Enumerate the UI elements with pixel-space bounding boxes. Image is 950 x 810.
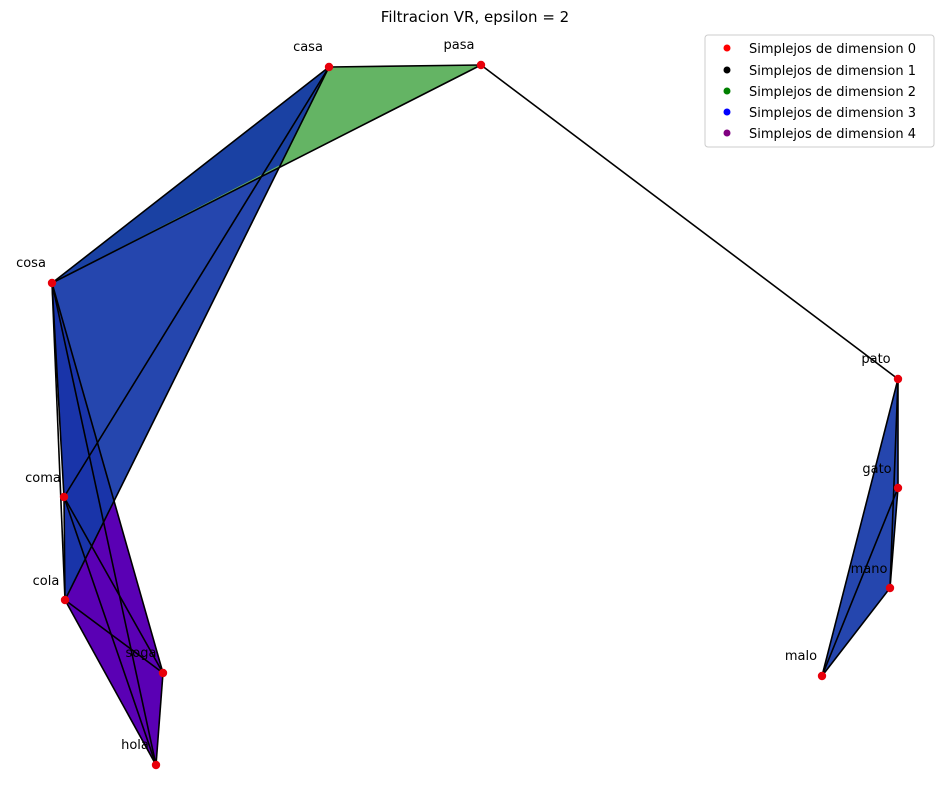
vertex-label-pasa: pasa bbox=[444, 38, 475, 53]
edge-cola-hola bbox=[64, 599, 157, 766]
legend-label-dimension-1: Simplejos de dimension 1 bbox=[749, 64, 916, 79]
legend: Simplejos de dimension 0 Simplejos de di… bbox=[704, 34, 935, 148]
edge-soga-hola bbox=[155, 672, 164, 766]
vertex-pasa bbox=[476, 60, 486, 70]
vertex-label-malo: malo bbox=[785, 649, 817, 664]
vertex-malo bbox=[817, 671, 827, 681]
vertex-label-soga: soga bbox=[126, 646, 157, 661]
vertex-hola bbox=[151, 760, 161, 770]
vertex-label-hola: hola bbox=[121, 738, 149, 753]
vertex-label-cola: cola bbox=[33, 574, 60, 589]
vertex-label-pato: pato bbox=[861, 352, 890, 367]
edge-gato-mano bbox=[889, 487, 899, 589]
legend-item-dimension-0: Simplejos de dimension 0 bbox=[723, 42, 916, 57]
edge-mano-malo bbox=[821, 587, 891, 677]
vertex-pato bbox=[893, 374, 903, 384]
vertex-label-layer: casa pasa cosa coma cola soga hola pato gato mano… bbox=[16, 38, 892, 753]
edge-coma-hola bbox=[63, 496, 157, 766]
legend-label-dimension-4: Simplejos de dimension 4 bbox=[749, 127, 916, 142]
edge-pato-malo bbox=[821, 378, 899, 677]
edge-casa-cola bbox=[64, 66, 330, 601]
legend-item-dimension-1: Simplejos de dimension 1 bbox=[723, 64, 916, 79]
vertex-label-cosa: cosa bbox=[16, 256, 46, 271]
legend-marker-dimension-2 bbox=[723, 87, 731, 95]
vertex-label-coma: coma bbox=[25, 471, 61, 486]
legend-marker-dimension-1 bbox=[723, 66, 731, 74]
edge-cosa-hola bbox=[51, 282, 157, 766]
legend-box bbox=[704, 34, 935, 148]
legend-item-dimension-4: Simplejos de dimension 4 bbox=[723, 127, 916, 142]
vertex-coma bbox=[59, 492, 69, 502]
vertex-label-mano: mano bbox=[851, 562, 888, 577]
edge-pato-mano bbox=[889, 378, 899, 589]
edge-cosa-soga bbox=[51, 282, 164, 674]
vertex-label-casa: casa bbox=[293, 40, 323, 55]
figure-title: Filtracion VR, epsilon = 2 bbox=[381, 8, 569, 26]
edge-cosa-cola bbox=[51, 282, 66, 601]
edge-coma-soga bbox=[63, 496, 164, 674]
edge-pasa-pato bbox=[480, 64, 899, 380]
edge-coma-cola bbox=[63, 496, 66, 601]
legend-marker-dimension-0 bbox=[723, 44, 731, 52]
vertex-gato bbox=[893, 483, 903, 493]
three-simplex-0 bbox=[52, 67, 329, 600]
vertex-casa bbox=[324, 62, 334, 72]
legend-marker-dimension-3 bbox=[723, 108, 731, 116]
vertex-mano bbox=[885, 583, 895, 593]
edge-casa-cosa bbox=[51, 66, 330, 284]
legend-label-dimension-0: Simplejos de dimension 0 bbox=[749, 42, 916, 57]
vertex-label-gato: gato bbox=[862, 462, 891, 477]
edge-casa-coma bbox=[63, 66, 330, 498]
vertex-cola bbox=[60, 595, 70, 605]
vertex-cosa bbox=[47, 278, 57, 288]
edge-layer bbox=[51, 64, 899, 766]
legend-marker-dimension-4 bbox=[723, 129, 731, 137]
legend-label-dimension-2: Simplejos de dimension 2 bbox=[749, 85, 916, 100]
edge-cola-soga bbox=[64, 599, 164, 674]
edge-casa-pasa bbox=[328, 64, 482, 68]
legend-label-dimension-3: Simplejos de dimension 3 bbox=[749, 106, 916, 121]
edge-gato-malo bbox=[821, 487, 899, 677]
legend-item-dimension-2: Simplejos de dimension 2 bbox=[723, 85, 916, 100]
edge-pasa-cosa bbox=[51, 64, 482, 284]
legend-item-dimension-3: Simplejos de dimension 3 bbox=[723, 106, 916, 121]
vertex-layer bbox=[47, 60, 903, 770]
vertex-soga bbox=[158, 668, 168, 678]
